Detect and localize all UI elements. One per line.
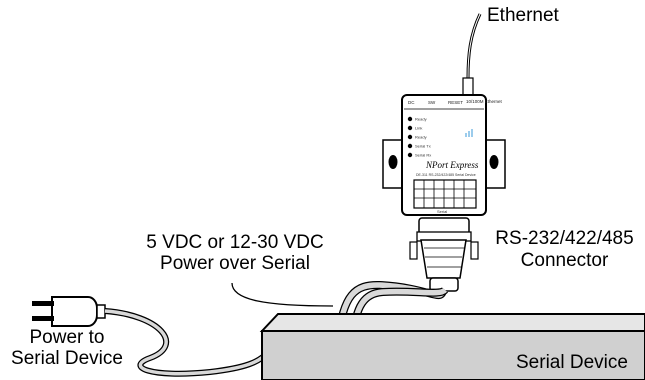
plug-label-line2: Serial Device — [11, 348, 123, 369]
led-indicator-3 — [407, 143, 413, 149]
serial-device-box — [259, 313, 645, 380]
power-label-line1: 5 VDC or 12-30 VDC — [146, 232, 324, 253]
top-port-labels: DC SW RESET 10/100M Ethernet — [408, 99, 503, 105]
led-label-0: Ready — [415, 117, 427, 122]
led-indicator-1 — [407, 125, 413, 131]
serial-device-label: Serial Device — [516, 352, 628, 373]
connector-label: RS-232/422/485 Connector — [487, 228, 642, 272]
right-mounting-ear — [482, 139, 506, 189]
connector-label-line1: RS-232/422/485 — [495, 228, 634, 249]
top-label-ethernet: 10/100M Ethernet — [466, 99, 503, 104]
led-indicator-0 — [407, 116, 413, 122]
ac-power-plug-icon — [32, 296, 106, 327]
power-label-line2: Power over Serial — [160, 253, 310, 274]
led-indicator-4 — [407, 152, 413, 158]
device-subtitle: DE-311 RS-232/422/485 Serial Device — [416, 173, 476, 177]
led-label-3: Serial Tx — [415, 144, 431, 149]
led-label-2: Ready — [415, 135, 427, 140]
ethernet-label: Ethernet — [487, 5, 559, 26]
power-label-pointer — [231, 282, 334, 307]
connector-label-line2: Connector — [520, 250, 609, 271]
led-label-4: Serial Rx — [415, 153, 431, 158]
ethernet-plug — [462, 77, 474, 97]
top-label-sw: SW — [428, 100, 436, 105]
top-label-dc: DC — [408, 100, 415, 105]
signal-indicator-icon — [465, 129, 473, 137]
plug-label-line1: Power to — [29, 327, 105, 348]
nport-logo: NPort Express — [425, 160, 479, 170]
serial-port-grid: Serial — [413, 179, 477, 214]
top-label-reset: RESET — [448, 100, 463, 105]
power-to-device-label: Power to Serial Device — [0, 327, 134, 369]
led-indicator-2 — [407, 134, 413, 140]
led-label-1: Link — [415, 126, 422, 131]
power-over-serial-label: 5 VDC or 12-30 VDC Power over Serial — [120, 232, 350, 274]
db-connector — [409, 217, 479, 292]
svg-text:Serial: Serial — [437, 209, 447, 214]
